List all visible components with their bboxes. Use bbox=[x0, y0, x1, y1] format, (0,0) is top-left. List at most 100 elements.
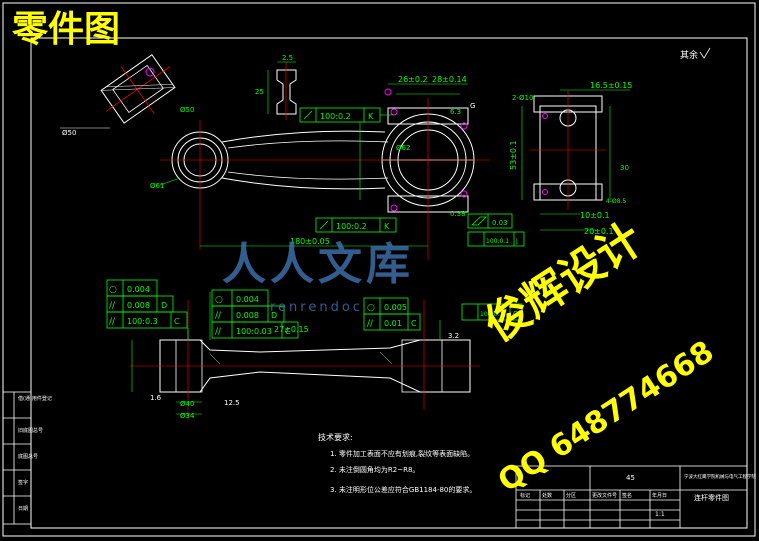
site-watermark: 人人文库 bbox=[222, 239, 414, 290]
title-block bbox=[515, 465, 748, 529]
svg-text:0.38: 0.38 bbox=[450, 210, 466, 218]
svg-text:12.5: 12.5 bbox=[224, 399, 240, 407]
side-view-cap bbox=[530, 90, 606, 210]
svg-text:1.6: 1.6 bbox=[150, 394, 162, 402]
svg-text:Ø50: Ø50 bbox=[180, 106, 194, 114]
svg-text:0.005: 0.005 bbox=[384, 303, 407, 312]
svg-text:16.5±0.15: 16.5±0.15 bbox=[590, 81, 632, 90]
svg-text:G: G bbox=[470, 102, 475, 110]
svg-text://: // bbox=[109, 301, 116, 311]
svg-text:D: D bbox=[271, 311, 277, 320]
svg-text:100:0.2: 100:0.2 bbox=[336, 222, 367, 231]
svg-text:100:0.1: 100:0.1 bbox=[480, 311, 503, 318]
connecting-rod-section-view bbox=[130, 300, 480, 420]
svg-text:45: 45 bbox=[626, 474, 635, 482]
svg-text:○: ○ bbox=[215, 295, 223, 305]
svg-text:技术要求:: 技术要求: bbox=[318, 432, 353, 442]
svg-text:10±0.1: 10±0.1 bbox=[580, 211, 610, 220]
detail-label-rotated: Ø50 bbox=[62, 129, 76, 137]
svg-text:3. 未注明形位公差应符合GB1184-80的要求。: 3. 未注明形位公差应符合GB1184-80的要求。 bbox=[330, 485, 476, 494]
svg-text:Ø62: Ø62 bbox=[396, 144, 410, 152]
svg-text:100:0.1: 100:0.1 bbox=[486, 238, 509, 245]
svg-text:标记: 标记 bbox=[520, 492, 530, 499]
svg-text:日期: 日期 bbox=[18, 506, 28, 512]
svg-text:C: C bbox=[285, 327, 291, 336]
roughness-note: 其余 bbox=[680, 47, 711, 61]
svg-text:1. 零件加工表面不应有划痕,裂纹等表面缺陷。: 1. 零件加工表面不应有划痕,裂纹等表面缺陷。 bbox=[330, 449, 474, 458]
gdt-block-left bbox=[106, 279, 189, 340]
dim-center-distance: 180±0.05 bbox=[290, 237, 330, 246]
svg-text:27±0.15: 27±0.15 bbox=[274, 325, 309, 334]
svg-text:100:0.3: 100:0.3 bbox=[127, 317, 158, 326]
svg-text:25: 25 bbox=[255, 88, 264, 96]
svg-text:30: 30 bbox=[620, 164, 629, 172]
gdt-block-right bbox=[363, 297, 523, 331]
svg-text:0.008: 0.008 bbox=[236, 311, 259, 320]
svg-text:C: C bbox=[513, 310, 518, 318]
svg-text:签名: 签名 bbox=[622, 492, 632, 499]
svg-text://: // bbox=[215, 311, 222, 321]
connecting-rod-front-view bbox=[160, 88, 490, 260]
svg-text:0.03: 0.03 bbox=[492, 219, 508, 227]
svg-text:D: D bbox=[161, 301, 167, 310]
fcf-front-lower: 100:0.2 K bbox=[315, 217, 397, 233]
svg-text:J: J bbox=[515, 238, 518, 245]
svg-text:C: C bbox=[411, 319, 417, 328]
svg-text:Ø34: Ø34 bbox=[180, 412, 195, 420]
left-label-column bbox=[2, 391, 32, 525]
svg-text:C: C bbox=[174, 317, 180, 326]
gdt-block-middle bbox=[211, 289, 299, 339]
dim-width-1: 26±0.2 bbox=[398, 75, 428, 84]
technical-requirements: 技术要求: 1. 零件加工表面不应有划痕,裂纹等表面缺陷。 2. 未注倒圆角均为… bbox=[318, 432, 476, 494]
dim-width-2: 28±0.14 bbox=[432, 75, 467, 84]
svg-text:1:1: 1:1 bbox=[655, 511, 665, 518]
svg-text://: // bbox=[215, 327, 222, 337]
site-watermark-en: renrendoc bbox=[270, 300, 363, 315]
front-view-dimensions bbox=[159, 83, 468, 247]
svg-text:4-Ø8.5: 4-Ø8.5 bbox=[606, 198, 626, 205]
section-view-dimensions bbox=[131, 292, 441, 415]
svg-text:2-Ø10: 2-Ø10 bbox=[512, 94, 533, 102]
svg-text:Ø40: Ø40 bbox=[180, 400, 194, 408]
svg-text:53±0.1: 53±0.1 bbox=[509, 140, 518, 170]
detail-marker bbox=[145, 67, 155, 77]
svg-text://: // bbox=[109, 317, 116, 327]
fcf-front-flat: 0.03 100:0.1 J bbox=[467, 213, 525, 247]
side-view-dimensions bbox=[521, 89, 630, 231]
svg-text:○: ○ bbox=[109, 285, 117, 295]
svg-text:更改文件号: 更改文件号 bbox=[592, 492, 617, 499]
svg-text:Ø61: Ø61 bbox=[150, 182, 164, 190]
svg-text:分区: 分区 bbox=[566, 492, 576, 499]
svg-text:其余: 其余 bbox=[680, 49, 698, 61]
svg-text:借(通)用件登记: 借(通)用件登记 bbox=[18, 395, 52, 402]
svg-text:○: ○ bbox=[367, 303, 375, 313]
svg-text:100:0.03: 100:0.03 bbox=[236, 327, 272, 336]
fcf-front-upper: 100:0.2 K bbox=[299, 107, 394, 123]
svg-text:0.004: 0.004 bbox=[236, 295, 259, 304]
svg-text:6.3: 6.3 bbox=[450, 108, 461, 116]
svg-text:年月日: 年月日 bbox=[652, 492, 667, 499]
svg-text:0.01: 0.01 bbox=[384, 319, 402, 328]
svg-text:宁波大红鹰学院机械与电气工程学院: 宁波大红鹰学院机械与电气工程学院 bbox=[684, 473, 756, 480]
svg-text:K: K bbox=[368, 112, 374, 121]
svg-text:0.008: 0.008 bbox=[127, 301, 150, 310]
svg-text:底图总号: 底图总号 bbox=[18, 453, 38, 460]
inner-border bbox=[30, 37, 748, 529]
detail-view-rotated bbox=[100, 54, 176, 124]
svg-text://: // bbox=[367, 319, 374, 329]
svg-text:2.5: 2.5 bbox=[282, 54, 293, 62]
svg-text:0.004: 0.004 bbox=[127, 285, 150, 294]
svg-text:2. 未注倒圆角均为R2~R8。: 2. 未注倒圆角均为R2~R8。 bbox=[330, 465, 419, 474]
svg-text:旧底图总号: 旧底图总号 bbox=[18, 427, 43, 434]
page-title: 零件图 bbox=[12, 9, 121, 50]
section-profile: 25 2.5 bbox=[255, 54, 297, 120]
svg-text:连杆零件图: 连杆零件图 bbox=[694, 493, 729, 502]
svg-text:100:0.2: 100:0.2 bbox=[320, 112, 351, 121]
svg-text:签字: 签字 bbox=[18, 479, 28, 486]
svg-text:处数: 处数 bbox=[542, 492, 552, 499]
svg-text:20±0.1: 20±0.1 bbox=[584, 227, 614, 236]
svg-text:3.2: 3.2 bbox=[448, 332, 459, 340]
svg-text:K: K bbox=[384, 222, 390, 231]
